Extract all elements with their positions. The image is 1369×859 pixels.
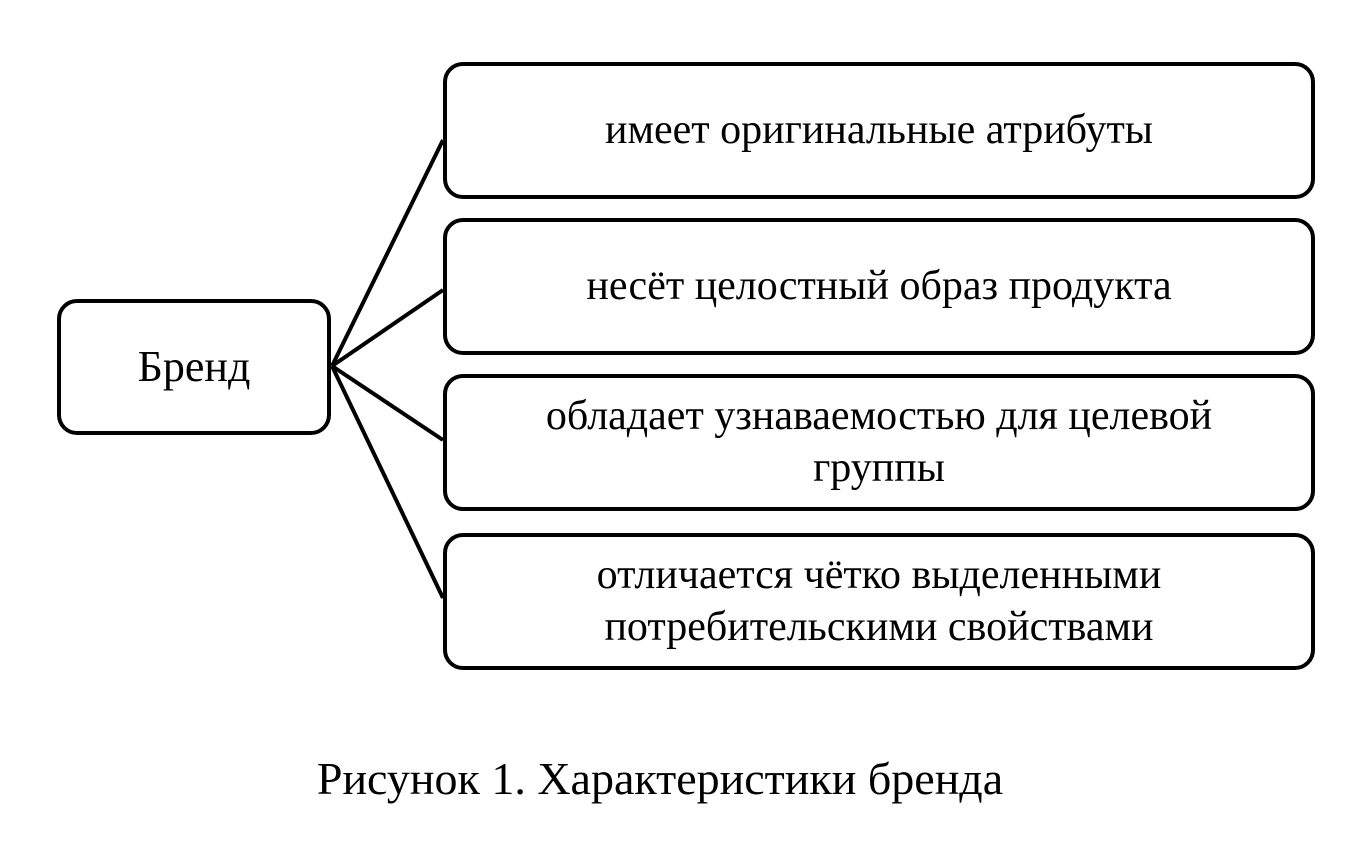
node-characteristic-consumer-properties: отличается чётко выделенными потребитель… bbox=[443, 533, 1315, 670]
figure-caption: Рисунок 1. Характеристики бренда bbox=[0, 752, 1320, 805]
figure-caption-text: Рисунок 1. Характеристики бренда bbox=[316, 753, 1004, 804]
node-brand-label: Бренд bbox=[137, 342, 251, 392]
node-characteristic-recognizability: обладает узнаваемостью для целевой групп… bbox=[443, 374, 1315, 511]
node-characteristic-label: имеет оригинальные атрибуты bbox=[604, 106, 1154, 153]
node-characteristic-label: несёт целостный образ продукта bbox=[586, 262, 1172, 309]
node-brand: Бренд bbox=[57, 299, 331, 435]
node-characteristic-attributes: имеет оригинальные атрибуты bbox=[443, 62, 1315, 199]
node-characteristic-image: несёт целостный образ продукта bbox=[443, 218, 1315, 355]
connector-line-2 bbox=[330, 288, 445, 368]
node-characteristic-label: обладает узнаваемостью для целевой групп… bbox=[545, 393, 1213, 491]
connector-line-4 bbox=[330, 365, 445, 599]
node-characteristic-label: отличается чётко выделенными потребитель… bbox=[596, 552, 1162, 650]
connector-line-1 bbox=[330, 139, 445, 367]
connector-line-3 bbox=[330, 364, 445, 442]
